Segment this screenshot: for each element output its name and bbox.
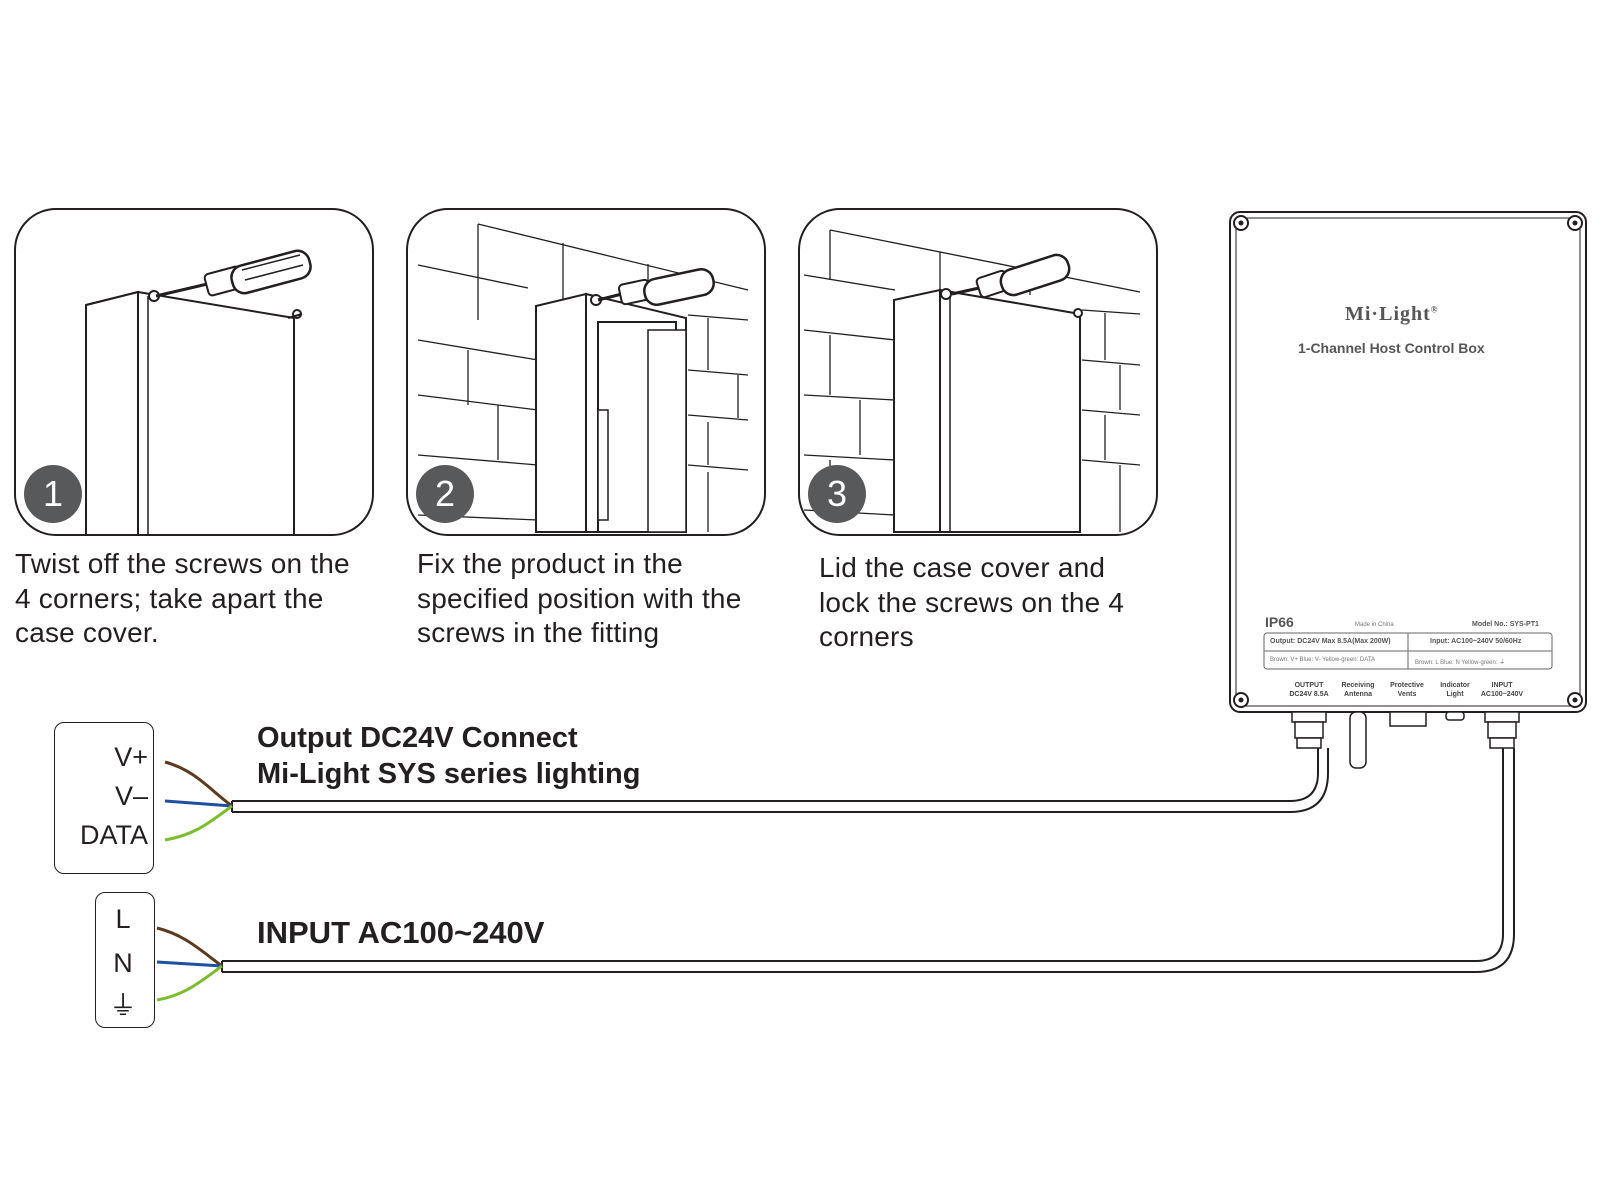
input-wire-legend: Brown: L Blue: N Yellow-green: ⏚ [1415,660,1506,666]
step-2-illustration [417,223,749,533]
step-3-panel: 3 [798,208,1158,536]
step-1-illustration [85,249,312,534]
step-1-panel: 1 [14,208,374,536]
caption-line: lock the screws on the 4 [819,586,1125,618]
terminal-n: N [113,948,133,978]
wire-brown-output [164,760,233,808]
step-number-badge: 2 [416,465,474,523]
port-label: DC24V 8.5A [1289,691,1329,698]
port-label: Vents [1397,691,1417,698]
port-label: Antenna [1344,691,1372,698]
input-label: INPUT AC100~240V [257,915,545,950]
caption-line: 4 corners; take apart the [15,582,324,614]
port-label: Light [1446,691,1464,698]
caption-line: corners [819,621,914,652]
input-spec: Input: AC100~240V 50/60Hz [1430,638,1522,645]
model-number: Model No.: SYS-PT1 [1472,621,1539,628]
port-label: AC100~240V [1480,691,1524,698]
port-label: Protective [1390,682,1424,689]
output-label-line2: Mi-Light SYS series lighting [257,758,641,790]
terminal-l: L [115,904,131,934]
output-gland [1291,711,1327,723]
port-label: INPUT [1491,682,1513,689]
registered-mark: ® [1430,304,1439,315]
terminal-v-plus: V+ [114,742,148,772]
output-label: Output DC24V Connect Mi-Light SYS series… [257,720,640,792]
brand-logo: Mi·Light® [1345,303,1439,326]
device-title: 1-Channel Host Control Box [1298,340,1485,356]
wire-blue-input [156,960,223,968]
step-3-illustration [803,229,1141,533]
step-2-caption: Fix the product in the specified positio… [417,547,787,651]
ground-icon: ⏚ [109,991,137,1021]
step-1-caption: Twist off the screws on the 4 corners; t… [15,547,385,651]
vents [1389,711,1427,727]
port-output-label: OUTPUT DC24V 8.5A [1279,681,1339,699]
output-cable-bottom [232,748,1329,813]
terminal-v-minus: V– [114,781,148,811]
caption-line: case cover. [15,617,159,648]
output-cable-top [232,748,1319,802]
antenna [1349,711,1367,769]
step-3-caption: Lid the case cover and lock the screws o… [819,551,1189,655]
caption-line: Lid the case cover and [819,552,1106,583]
wire-brown-input [156,926,223,968]
caption-line: Twist off the screws on the [15,548,350,579]
input-terminal-block [95,892,155,1028]
input-cable-top [222,748,1504,962]
brand-name: Mi·Light [1345,303,1431,325]
input-gland [1484,711,1520,723]
step-2-panel: 2 [406,208,766,536]
port-label: Receiving [1341,682,1375,689]
port-label: Indicator [1440,682,1470,689]
port-indicator-label: Indicator Light [1425,681,1485,699]
port-label: OUTPUT [1294,682,1324,689]
wire-yellow-green-input [156,964,223,1002]
made-in: Made in China [1355,622,1394,628]
caption-line: Fix the product in the [417,548,683,579]
output-wire-legend: Brown: V+ Blue: V- Yellow-green: DATA [1270,657,1375,663]
output-label-line1: Output DC24V Connect [257,722,578,754]
wire-blue-output [164,799,233,808]
caption-line: specified position with the [417,582,742,614]
port-input-label: INPUT AC100~240V [1472,681,1532,699]
step-number-badge: 3 [808,465,866,523]
output-spec: Output: DC24V Max 8.5A(Max 200W) [1270,638,1391,645]
step-number-badge: 1 [24,465,82,523]
caption-line: screws in the fitting [417,617,660,648]
terminal-data: DATA [79,820,148,850]
input-cable-bottom [222,748,1515,973]
port-antenna-label: Receiving Antenna [1328,681,1388,699]
output-terminal-block [54,722,154,874]
port-vents-label: Protective Vents [1377,681,1437,699]
indicator-light [1445,711,1465,721]
ip-rating: IP66 [1265,614,1294,630]
wire-yellow-green-output [164,804,233,842]
